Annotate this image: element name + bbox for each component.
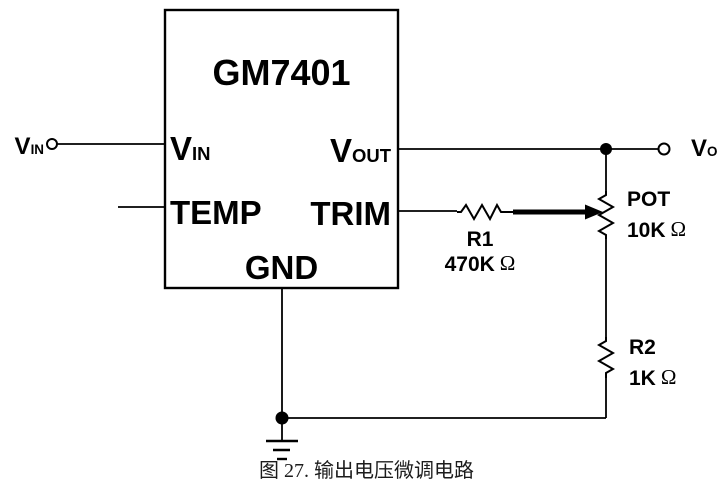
pot-name-label: POT [627, 188, 671, 211]
output-terminal-label: VO [691, 135, 718, 162]
ohm-symbol: Ω [670, 217, 687, 241]
wiper-arrow [513, 204, 603, 220]
r1-resistor [457, 202, 513, 222]
wiper-arrow-head [585, 204, 603, 220]
ground-symbol [266, 439, 298, 461]
ic-title: GM7401 [212, 52, 351, 93]
ic-pin-gnd-label: GND [244, 249, 319, 286]
ohm-symbol: Ω [660, 365, 677, 389]
ic-pin-vin-label: VIN [170, 130, 211, 167]
ic-pin-temp-label: TEMP [170, 194, 262, 231]
output-junction-dot [600, 143, 612, 155]
ic-pin-trim-label: TRIM [310, 195, 391, 232]
r2-resistor [596, 337, 616, 378]
ic-pin-vout-label: VOUT [329, 132, 391, 169]
output-terminal-circle [657, 142, 671, 156]
input-terminal-label: VIN [14, 133, 44, 160]
ground-junction-dot [275, 411, 289, 425]
pot-resistor [596, 191, 616, 239]
r2-name-label: R2 [629, 336, 656, 359]
input-terminal-circle [46, 138, 58, 150]
figure-caption: 图 27. 输出电压微调电路 [259, 460, 474, 482]
ic-box [163, 8, 400, 290]
ohm-symbol: Ω [499, 251, 516, 275]
r1-name-label: R1 [466, 228, 494, 251]
